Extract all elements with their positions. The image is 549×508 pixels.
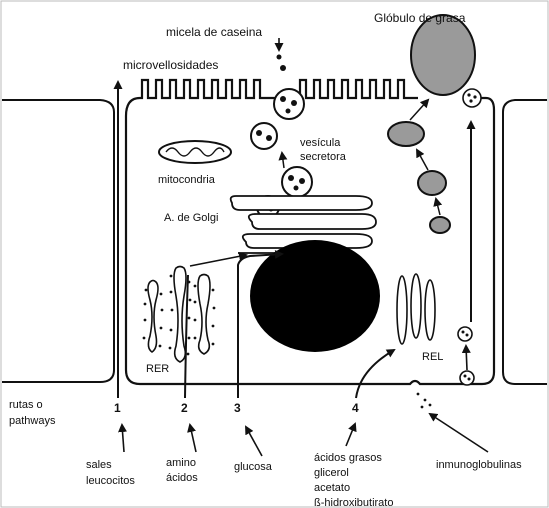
label-microvellosidades: microvellosidades — [123, 58, 218, 72]
casein-micelle-dot — [280, 65, 286, 71]
amino-arrow — [190, 425, 196, 452]
rough-er — [148, 267, 210, 363]
lipid-arrow — [436, 199, 440, 215]
secretory-vesicle — [251, 123, 277, 149]
vesicle-arrow — [282, 153, 284, 168]
label-globulo: Glóbulo de grasa — [374, 11, 466, 25]
immunoglobulin-dots — [417, 393, 432, 409]
fat-globule — [411, 15, 475, 95]
label-vesicula-2: secretora — [300, 151, 347, 163]
secretory-vesicle — [274, 89, 304, 119]
pathway-number-2: 2 — [181, 401, 188, 415]
label-hidroxibutirato: ß-hidroxibutirato — [314, 497, 393, 508]
lipid-arrow — [410, 100, 428, 120]
left-neighbor-cell — [2, 100, 114, 382]
label-inmunoglobulinas: inmunoglobulinas — [436, 459, 522, 471]
glucosa-arrow — [246, 427, 262, 456]
pathway-number-3: 3 — [234, 401, 241, 415]
lipid-arrow — [417, 150, 428, 170]
label-vesicula-1: vesícula — [300, 137, 341, 149]
right-neighbor-cell — [503, 100, 547, 384]
immunoglobulin-vesicle — [458, 327, 472, 341]
sales-arrow — [122, 425, 124, 452]
inmuno-arrow — [430, 414, 488, 452]
label-rel: REL — [422, 351, 443, 363]
label-acidos-amino: ácidos — [166, 472, 198, 484]
label-rutas-2: pathways — [9, 415, 56, 427]
pathway-number-1: 1 — [114, 401, 121, 415]
label-acidos-grasos: ácidos grasos — [314, 452, 382, 464]
pathway-2-line — [185, 275, 188, 398]
label-rutas-1: rutas o — [9, 399, 43, 411]
lipid-droplet — [418, 171, 446, 195]
label-rer: RER — [146, 363, 169, 375]
label-mitocondria: mitocondria — [158, 174, 216, 186]
lipid-droplet — [430, 217, 450, 233]
label-golgi: A. de Golgi — [164, 212, 218, 224]
label-glucosa: glucosa — [234, 461, 273, 473]
immunoglobulin-vesicle — [463, 89, 481, 107]
mitochondrion — [159, 141, 231, 163]
casein-micelle-dot — [277, 55, 282, 60]
label-sales: sales — [86, 459, 112, 471]
label-micela: micela de caseina — [166, 25, 262, 39]
lipid-droplet — [388, 122, 424, 146]
nucleus — [250, 240, 380, 352]
smooth-er — [397, 274, 435, 344]
label-leucocitos: leucocitos — [86, 475, 135, 487]
label-amino: amino — [166, 457, 196, 469]
immunoglobulin-vesicle — [460, 371, 474, 385]
secretory-vesicle — [282, 167, 312, 197]
label-glicerol: glicerol — [314, 467, 349, 479]
pathway-number-4: 4 — [352, 401, 359, 415]
label-acetato: acetato — [314, 482, 350, 494]
acidos-arrow — [346, 424, 355, 446]
pathway-4-arrow — [356, 350, 394, 398]
